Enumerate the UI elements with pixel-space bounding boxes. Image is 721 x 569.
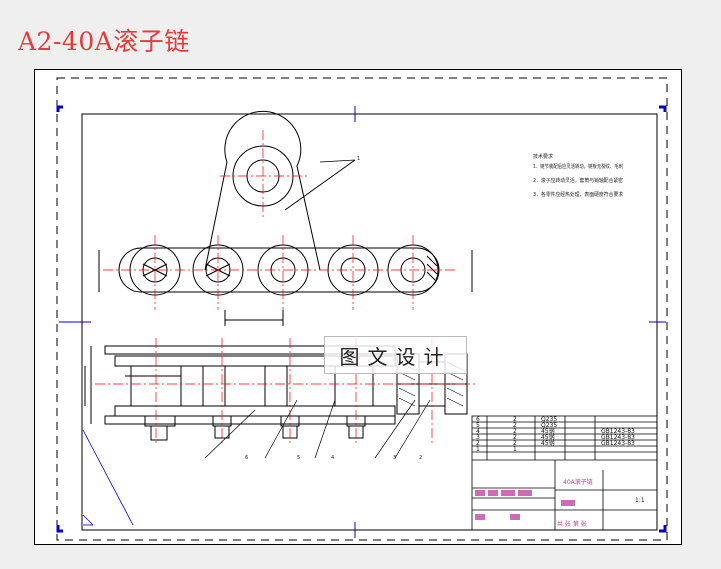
title-block-labels <box>475 490 575 520</box>
callout-4: 4 <box>331 455 334 461</box>
note-item-3: 3．各零件应经热处理，表面硬度符合要求 <box>533 191 623 198</box>
drawing-canvas: 6 5 4 3 2 1 技术要求 1．链节装配后应灵活转动，链板无裂纹、毛刺 2… <box>56 77 668 541</box>
svg-text:2: 2 <box>513 434 517 441</box>
callout-1: 1 <box>357 156 360 162</box>
part-no: 5 <box>476 422 480 429</box>
inner-frame <box>81 113 658 531</box>
corner-markers <box>56 105 667 533</box>
callout-6: 6 <box>245 455 248 461</box>
callout-2: 2 <box>419 455 422 461</box>
part-material: 45钢 <box>541 433 555 441</box>
part-standard: GB1243-83 <box>601 434 635 441</box>
title-block <box>471 415 658 531</box>
note-item-1: 1．链节装配后应灵活转动，链板无裂纹、毛刺 <box>533 163 623 170</box>
part-material: 45钢 <box>541 439 555 447</box>
callout-3: 3 <box>393 455 396 461</box>
part-material: Q235 <box>541 416 557 423</box>
sheet-info: 共 张 第 张 <box>557 520 587 528</box>
frame-ticks <box>59 106 666 538</box>
part-material: 45钢 <box>541 427 555 435</box>
part-standard: GB1243-83 <box>601 440 635 447</box>
svg-text:2: 2 <box>513 416 517 423</box>
note-item-2: 2．滚子应转动灵活，套筒与销轴配合紧密 <box>533 177 623 184</box>
part-standard: GB1243-83 <box>601 428 635 435</box>
drawing-name: 40A滚子链 <box>563 478 593 486</box>
svg-text:1: 1 <box>513 446 517 453</box>
outer-dashed-frame <box>56 77 668 541</box>
technical-notes: 技术要求 1．链节装配后应灵活转动，链板无裂纹、毛刺 2．滚子应转动灵活，套筒与… <box>533 153 623 198</box>
part-no: 2 <box>476 440 480 447</box>
parts-qty: 2 2 2 2 2 1 <box>513 416 517 453</box>
part-no: 3 <box>476 434 480 441</box>
svg-text:2: 2 <box>513 422 517 429</box>
drawing-sheet: 6 5 4 3 2 1 技术要求 1．链节装配后应灵活转动，链板无裂纹、毛刺 2… <box>34 69 682 545</box>
part-no: 6 <box>476 416 480 423</box>
svg-text:2: 2 <box>513 440 517 447</box>
notes-heading: 技术要求 <box>533 153 553 160</box>
part-no: 4 <box>476 428 480 435</box>
part-material: Q235 <box>541 422 557 429</box>
svg-text:2: 2 <box>513 428 517 435</box>
scale: 1:1 <box>635 497 645 504</box>
page-title: A2-40A滚子链 <box>18 27 190 56</box>
leader-lines <box>204 159 431 459</box>
part-no: 1 <box>476 446 480 453</box>
corner-triangle <box>82 429 134 526</box>
callout-5: 5 <box>297 455 300 461</box>
parts-list: 6 Q235 5 Q235 4 45钢 GB1243-83 3 45钢 GB12… <box>476 416 635 453</box>
watermark: 图文设计 <box>324 336 467 374</box>
centerlines-top <box>103 130 455 310</box>
